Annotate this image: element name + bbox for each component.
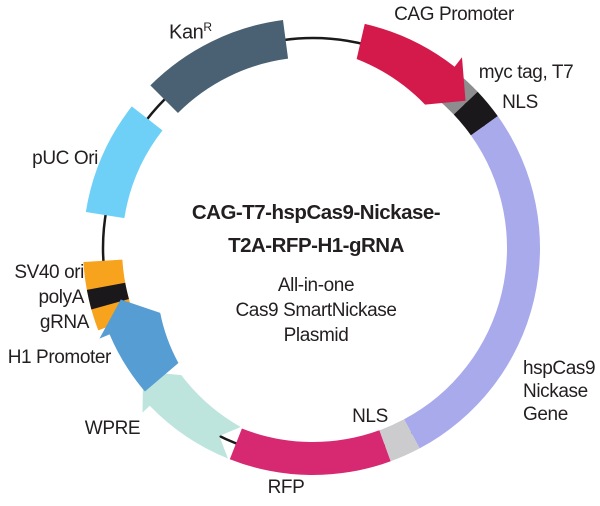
plasmid-name-line2: T2A-RFP-H1-gRNA <box>228 234 404 257</box>
label-myc-tag-t7: myc tag, T7 <box>478 62 574 83</box>
label-rfp: RFP <box>267 477 305 498</box>
nls-bottom-segment <box>379 419 420 462</box>
kanr-segment <box>150 19 289 113</box>
label-polya: polyA <box>38 287 84 308</box>
label-sv40-ori: SV40 ori <box>14 262 84 283</box>
plasmid-name-line1: CAG-T7-hspCas9-Nickase- <box>191 201 441 224</box>
label-puc-ori: pUC Ori <box>32 148 98 169</box>
plasmid-subtitle: All-in-one Cas9 SmartNickase Plasmid <box>235 275 397 346</box>
nls-top-segment <box>453 91 498 136</box>
label-nls-bottom: NLS <box>352 406 388 427</box>
label-cag-promoter: CAG Promoter <box>394 4 514 25</box>
rfp-segment <box>229 428 391 475</box>
hspcas9-nickase-gene-segment <box>404 116 540 449</box>
h1-promoter-arrow-segment <box>99 299 179 392</box>
plasmid-title: CAG-T7-hspCas9-Nickase- T2A-RFP-H1-gRNA … <box>126 201 506 348</box>
puc-ori-segment <box>85 106 163 219</box>
wpre-arrow-segment <box>142 371 241 459</box>
label-hspcas9-gene: hspCas9 Nickase Gene <box>523 358 596 425</box>
cag-promoter-arrow-segment <box>356 23 466 105</box>
label-h1-promoter: H1 Promoter <box>7 347 112 368</box>
polya-band-segment <box>86 282 129 310</box>
label-wpre: WPRE <box>84 418 141 439</box>
label-nls-top: NLS <box>502 92 538 113</box>
label-grna: gRNA <box>39 312 89 333</box>
label-kanr: KanR <box>169 20 213 44</box>
